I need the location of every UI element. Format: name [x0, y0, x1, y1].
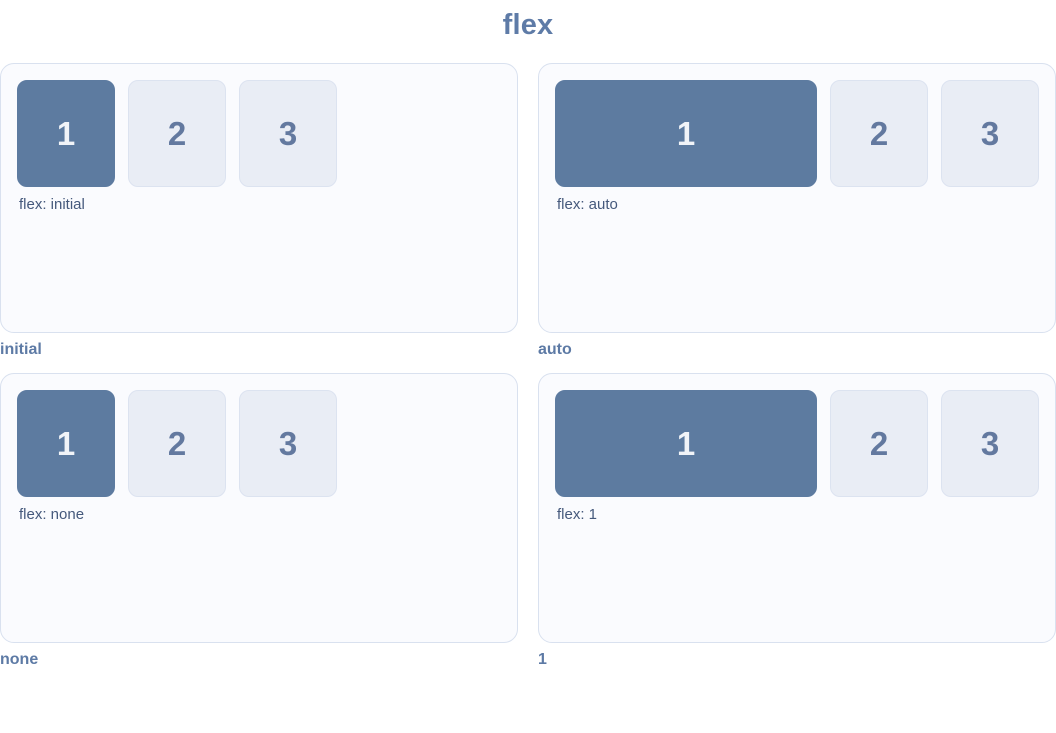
panels-grid: 1 2 3 flex: initial initial 1 2 3 flex: …	[0, 63, 1056, 670]
flex-item-2: 2	[830, 80, 928, 187]
flex-item-3: 3	[941, 390, 1039, 497]
flex-caption: flex: 1	[557, 506, 598, 523]
flex-row: 1 2 3	[555, 390, 1039, 497]
flex-row: 1 2 3	[17, 80, 501, 187]
flex-row: 1 2 3	[555, 80, 1039, 187]
flex-row: 1 2 3	[17, 390, 501, 497]
flex-item-1: 1	[17, 390, 115, 497]
panel-cell-initial: 1 2 3 flex: initial initial	[0, 63, 518, 360]
flex-item-2: 2	[128, 80, 226, 187]
flex-item-2: 2	[128, 390, 226, 497]
flex-item-3: 3	[941, 80, 1039, 187]
flex-item-1: 1	[555, 80, 817, 187]
panel-label-1: 1	[538, 651, 547, 668]
panel-cell-none: 1 2 3 flex: none none	[0, 373, 518, 670]
panel-1: 1 2 3 flex: 1	[538, 373, 1056, 643]
panel-label-initial: initial	[0, 341, 42, 358]
panel-auto: 1 2 3 flex: auto	[538, 63, 1056, 333]
flex-item-2: 2	[830, 390, 928, 497]
flex-caption: flex: none	[19, 506, 85, 523]
flex-caption: flex: auto	[557, 196, 618, 213]
panel-cell-auto: 1 2 3 flex: auto auto	[538, 63, 1056, 360]
flex-caption: flex: initial	[19, 196, 85, 213]
page-title: flex	[502, 9, 554, 41]
panel-cell-1: 1 2 3 flex: 1 1	[538, 373, 1056, 670]
flex-item-1: 1	[555, 390, 817, 497]
panel-initial: 1 2 3 flex: initial	[0, 63, 518, 333]
flex-item-3: 3	[239, 80, 337, 187]
panel-label-none: none	[0, 651, 39, 668]
panel-none: 1 2 3 flex: none	[0, 373, 518, 643]
flex-item-1: 1	[17, 80, 115, 187]
flex-item-3: 3	[239, 390, 337, 497]
panel-label-auto: auto	[538, 341, 572, 358]
